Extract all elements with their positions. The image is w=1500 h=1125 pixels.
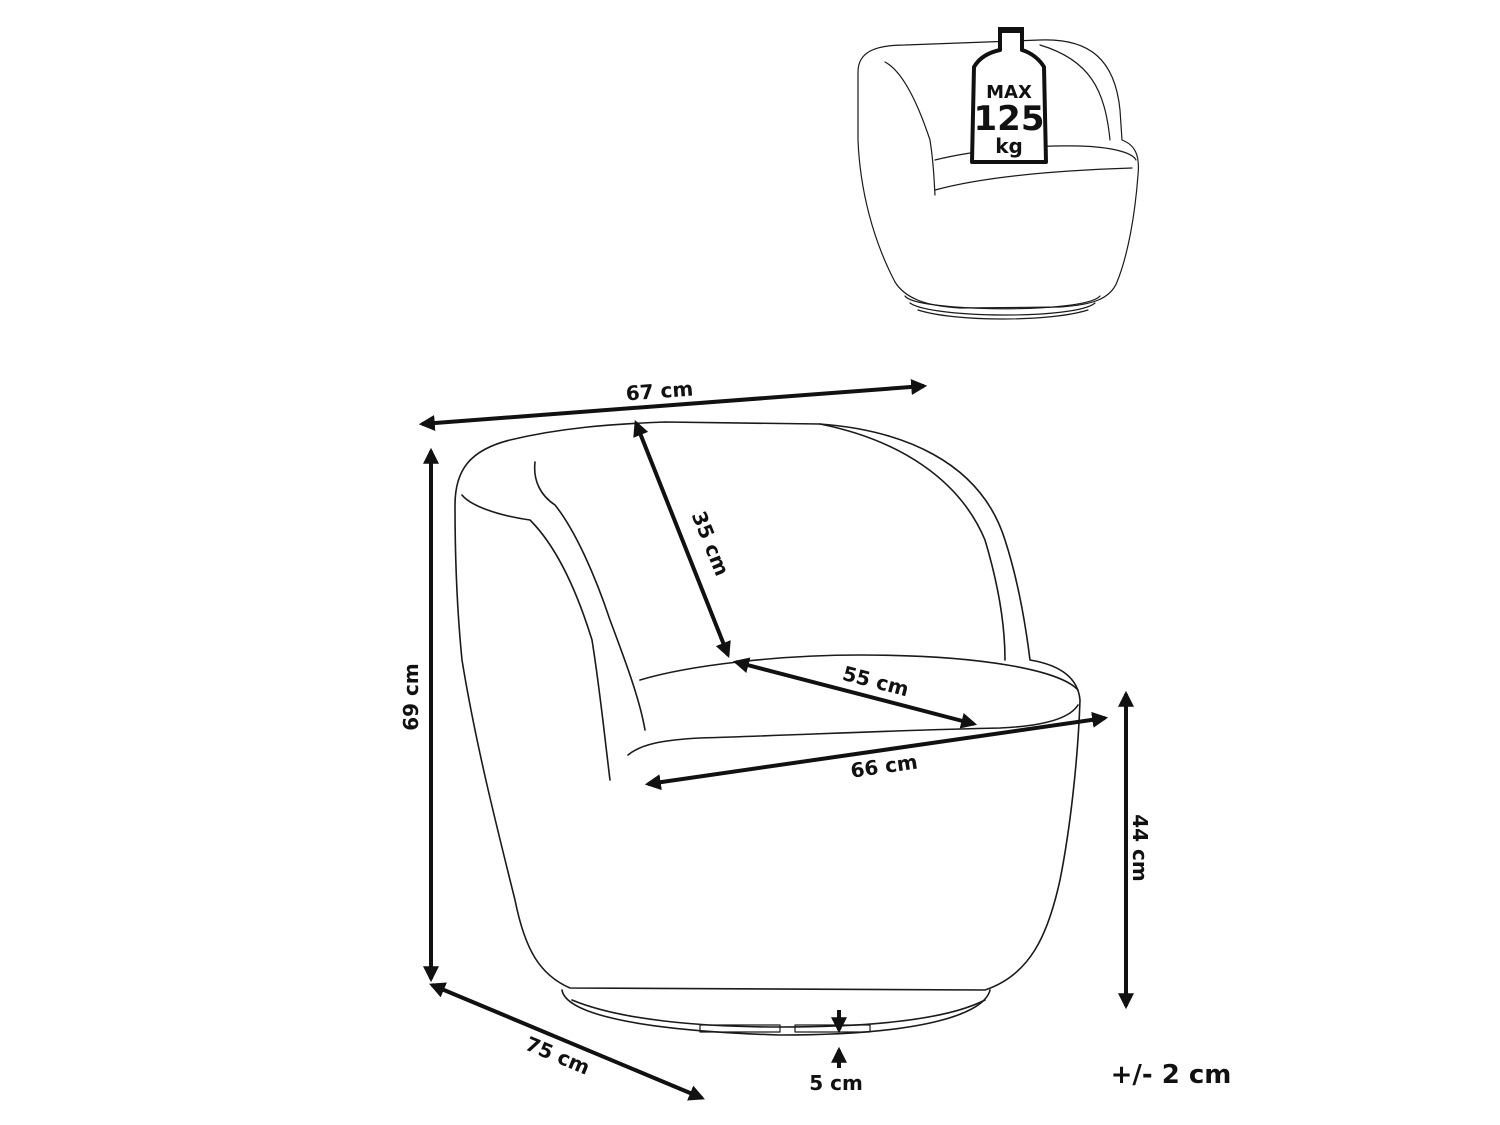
thumbnail-chair bbox=[857, 39, 1140, 320]
dim-line-66cm bbox=[644, 711, 1109, 791]
label-55cm: 55 cm bbox=[840, 661, 911, 701]
dim-line-35cm bbox=[633, 420, 731, 658]
main-chair bbox=[454, 421, 1081, 1036]
dimension-lines bbox=[418, 378, 1134, 1101]
dim-line-67cm bbox=[418, 378, 928, 432]
weight-unit: kg bbox=[995, 134, 1023, 158]
label-44cm: 44 cm bbox=[1128, 814, 1152, 882]
label-69cm: 69 cm bbox=[399, 663, 423, 731]
dim-line-75cm bbox=[429, 982, 705, 1101]
weight-value: 125 bbox=[974, 99, 1045, 139]
label-67cm: 67 cm bbox=[625, 377, 694, 406]
tolerance-note: +/- 2 cm bbox=[1111, 1060, 1232, 1090]
weight-icon bbox=[970, 27, 1048, 164]
label-5cm: 5 cm bbox=[809, 1071, 863, 1095]
weight-max-label: MAX bbox=[986, 82, 1032, 103]
